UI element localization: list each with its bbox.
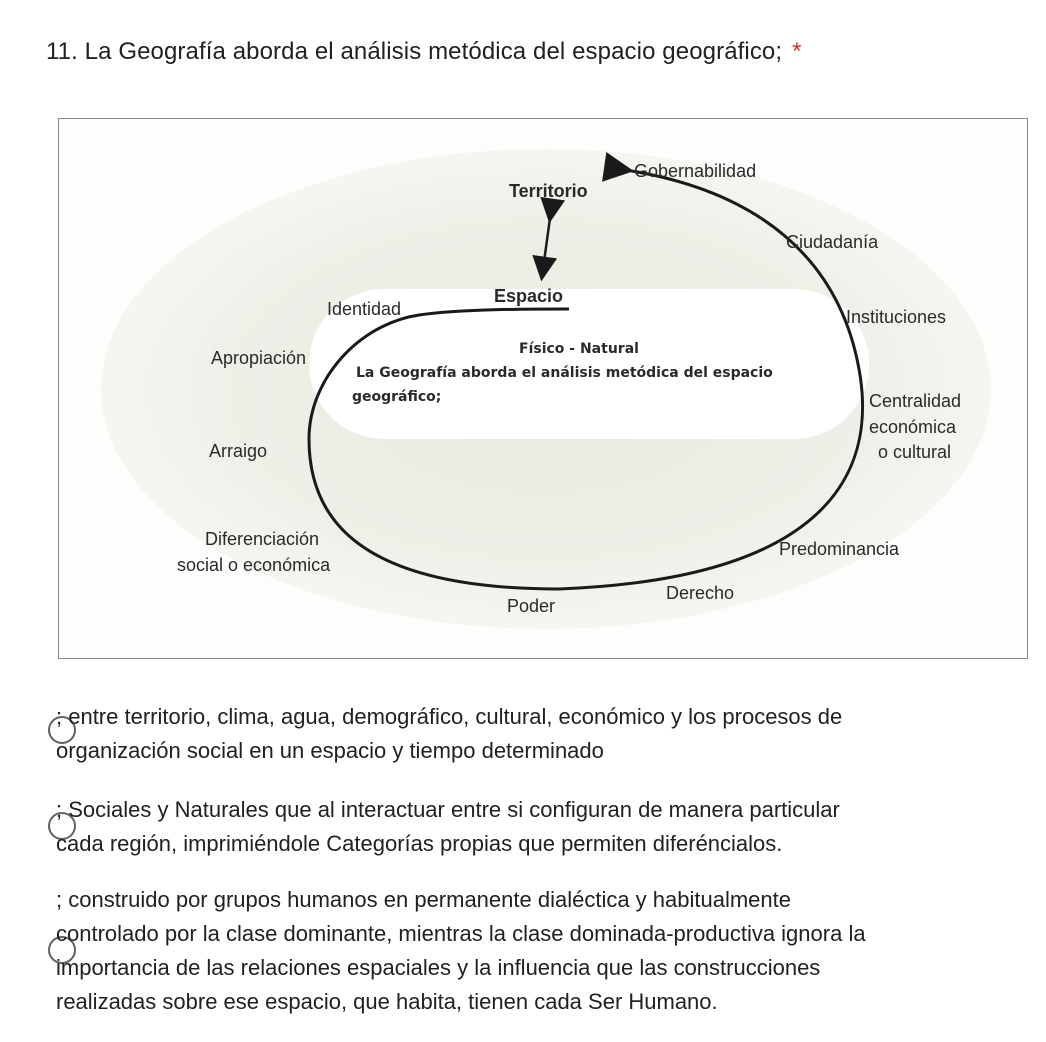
label-apropiacion: Apropiación bbox=[211, 348, 307, 368]
option-1-label[interactable]: ; entre territorio, clima, agua, demográ… bbox=[56, 700, 976, 768]
option-3-line3: importancia de las relaciones espaciales… bbox=[56, 955, 821, 980]
label-poder: Poder bbox=[507, 596, 556, 616]
option-3-line4: realizadas sobre ese espacio, que habita… bbox=[56, 989, 718, 1014]
option-3-label[interactable]: ; construido por grupos humanos en perma… bbox=[56, 883, 976, 1019]
option-2-line2: cada región, imprimiéndole Categorías pr… bbox=[56, 831, 783, 856]
label-espacio: Espacio bbox=[494, 286, 564, 306]
radio-option-3[interactable] bbox=[48, 936, 76, 964]
option-1-line2: organización social en un espacio y tiem… bbox=[56, 738, 604, 763]
option-3-line2: controlado por la clase dominante, mient… bbox=[56, 921, 866, 946]
label-gobernabilidad: Gobernabilidad bbox=[634, 161, 757, 181]
option-2-line1: ; Sociales y Naturales que al interactua… bbox=[56, 797, 840, 822]
diagram-graphic bbox=[101, 149, 991, 629]
label-arraigo: Arraigo bbox=[209, 441, 268, 461]
question-text: 11. La Geografía aborda el análisis metó… bbox=[46, 38, 783, 65]
label-o-cultural: o cultural bbox=[878, 442, 952, 462]
radio-option-1[interactable] bbox=[48, 716, 76, 744]
option-3-line1: ; construido por grupos humanos en perma… bbox=[56, 887, 792, 912]
required-asterisk: * bbox=[792, 38, 802, 65]
territorio-espacio-arrow bbox=[532, 196, 566, 282]
option-3[interactable] bbox=[48, 936, 76, 964]
inner-white-area bbox=[309, 289, 869, 439]
label-diferenciacion: Diferenciación bbox=[205, 529, 320, 549]
label-derecho: Derecho bbox=[666, 583, 735, 603]
label-territorio: Territorio bbox=[509, 181, 588, 201]
center-caption-line1: La Geografía aborda el análisis metódica… bbox=[356, 365, 773, 381]
label-centralidad: Centralidad bbox=[869, 391, 962, 411]
option-1-line1: ; entre territorio, clima, agua, demográ… bbox=[56, 704, 843, 729]
center-caption-line2: geográfico; bbox=[352, 389, 442, 405]
label-predominancia: Predominancia bbox=[779, 539, 900, 559]
label-fisico-natural: Físico - Natural bbox=[519, 341, 639, 357]
option-2[interactable] bbox=[48, 812, 76, 840]
label-economica: económica bbox=[869, 417, 957, 437]
loop-curve bbox=[307, 152, 864, 591]
radio-option-2[interactable] bbox=[48, 812, 76, 840]
option-1[interactable] bbox=[48, 716, 76, 744]
label-instituciones: Instituciones bbox=[846, 307, 947, 327]
label-social-economica: social o económica bbox=[177, 555, 331, 575]
label-identidad: Identidad bbox=[327, 299, 402, 319]
question-title: 11. La Geografía aborda el análisis metó… bbox=[46, 38, 802, 66]
option-2-label[interactable]: ; Sociales y Naturales que al interactua… bbox=[56, 793, 976, 861]
diagram-image: Gobernabilidad Territorio Ciudadanía Esp… bbox=[58, 118, 1028, 659]
label-ciudadania: Ciudadanía bbox=[786, 232, 879, 252]
